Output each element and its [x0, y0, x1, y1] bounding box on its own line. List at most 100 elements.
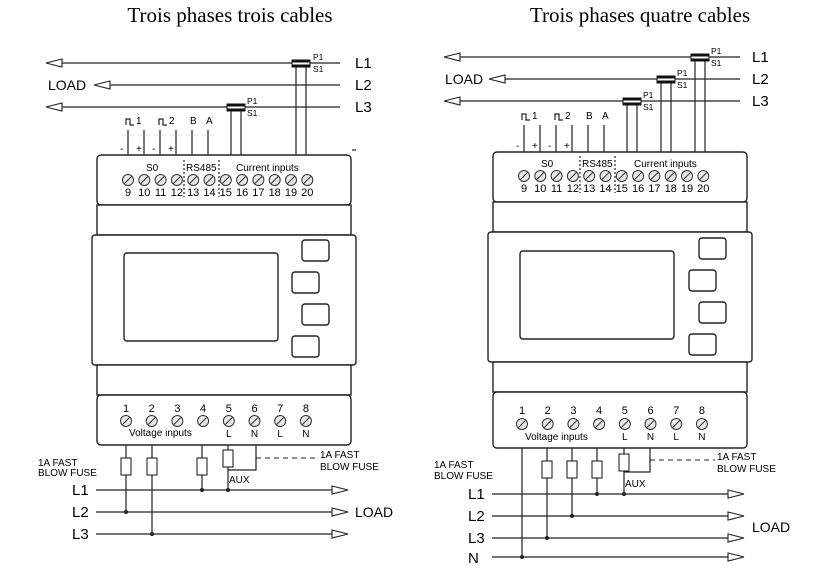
left-top-load-label: LOAD [48, 77, 86, 93]
right-bottom-screws [516, 418, 708, 430]
right-bottom-label-l2: L2 [468, 508, 485, 525]
terminal-number: 15 [220, 187, 232, 199]
pulse-icon [554, 113, 563, 121]
pulse-icon [521, 113, 530, 121]
terminal-number: 19 [681, 183, 693, 195]
left-pulse-1-label: 1 [136, 116, 142, 127]
left-fuse-label-left-1: 1A FAST [38, 458, 77, 469]
terminal-number: 19 [285, 187, 297, 199]
right-ct-l2-s1: S1 [677, 80, 688, 90]
terminal-number: 2 [149, 403, 155, 415]
right-ct-l3: P1 S1 [622, 90, 654, 112]
left-ct-l3-s1: S1 [247, 108, 258, 118]
terminal-number: 9 [125, 187, 131, 199]
right-display [519, 250, 675, 340]
right-top-connectors: 1 2 B A - + - + [516, 111, 609, 152]
left-rs485-label: RS485 [186, 163, 217, 174]
left-pulse-2-label: 2 [169, 116, 175, 127]
left-button-4[interactable] [291, 335, 320, 358]
aux-terminal-label: N [698, 432, 705, 443]
right-top-screws [518, 170, 710, 182]
terminal-number: 4 [596, 405, 602, 417]
right-bottom-label-l1: L1 [468, 486, 485, 503]
left-top-label-l1: L1 [355, 55, 372, 72]
left-fuse-label-right-2: BLOW FUSE [320, 462, 379, 473]
fuse-icon [196, 457, 208, 476]
terminal-number: 18 [665, 183, 677, 195]
left-top-connectors: 1 2 B A - + - + [120, 116, 213, 155]
right-button-3[interactable] [698, 301, 727, 324]
right-ct-l1-p1: P1 [711, 46, 722, 56]
terminal-number: 17 [648, 183, 660, 195]
right-button-4[interactable] [688, 333, 717, 356]
left-ct-l3-p1: P1 [247, 96, 258, 106]
left-bottom-screws [120, 415, 312, 427]
right-current-inputs-label: Current inputs [634, 159, 697, 170]
right-fuse-label-right-1: 1A FAST [717, 452, 756, 463]
terminal-number: 3 [570, 405, 576, 417]
left-ct-l3: P1 S1 [226, 96, 258, 118]
right-fuse-label-left-2: BLOW FUSE [434, 471, 493, 482]
pm-label: + [564, 141, 570, 152]
right-ct-l1: P1 S1 [690, 46, 722, 68]
left-current-inputs-label: Current inputs [236, 163, 299, 174]
aux-terminal-label: L [277, 429, 283, 440]
left-button-2[interactable] [291, 271, 320, 294]
terminal-number: 8 [699, 405, 705, 417]
terminal-number: 3 [174, 403, 180, 415]
terminal-number: 11 [155, 187, 166, 199]
terminal-number: 13 [583, 183, 595, 195]
left-rs485-b-label: B [190, 116, 197, 127]
left-bottom-load-label: LOAD [355, 504, 393, 520]
left-title: Trois phases trois cables [127, 3, 332, 27]
pm-label: - [548, 141, 551, 152]
terminal-number: 9 [521, 183, 527, 195]
aux-terminal-label: L [622, 432, 628, 443]
left-rs485-a-label: A [206, 116, 213, 127]
aux-terminal-label: N [302, 429, 309, 440]
terminal-number: 5 [622, 405, 628, 417]
terminal-number: 14 [203, 187, 215, 199]
pm-label: + [136, 144, 142, 155]
right-rs485-a-label: A [602, 111, 609, 122]
pulse-icon [125, 118, 134, 126]
terminal-number: 15 [616, 183, 628, 195]
right-title: Trois phases quatre cables [530, 3, 750, 27]
left-bottom-wiring: 1A FAST BLOW FUSE 1A FAST BLOW FUSE AUX … [38, 445, 393, 543]
terminal-number: 16 [236, 187, 248, 199]
right-button-2[interactable] [688, 269, 717, 292]
terminal-number: 14 [599, 183, 611, 195]
terminal-number: 5 [226, 403, 232, 415]
terminal-number: 20 [301, 187, 313, 199]
terminal-number: 17 [252, 187, 264, 199]
terminal-number: 7 [673, 405, 679, 417]
left-button-3[interactable] [301, 303, 330, 326]
terminal-number: 6 [251, 403, 257, 415]
left-bottom-label-l3: L3 [72, 526, 89, 543]
left-bottom-label-l2: L2 [72, 504, 89, 521]
terminal-number: 16 [632, 183, 644, 195]
left-fuse-label-right-1: 1A FAST [320, 450, 359, 461]
terminal-number: 6 [647, 405, 653, 417]
right-top-label-l2: L2 [752, 71, 769, 88]
right-pulse-1-label: 1 [532, 111, 538, 122]
left-ct-l1: P1 S1 [291, 52, 324, 74]
right-fuse-label-left-1: 1A FAST [434, 460, 473, 471]
left-button-1[interactable] [301, 239, 330, 262]
fuse-icon [146, 457, 158, 476]
right-ct-l3-s1: S1 [643, 102, 654, 112]
right-button-1[interactable] [698, 237, 727, 260]
terminal-number: 1 [123, 403, 129, 415]
aux-terminal-label: L [226, 429, 232, 440]
right-top-label-l1: L1 [752, 49, 769, 66]
right-bottom-label-l3: L3 [468, 530, 485, 547]
left-top-screws [122, 174, 314, 186]
right-ct-l2: P1 S1 [656, 68, 688, 90]
